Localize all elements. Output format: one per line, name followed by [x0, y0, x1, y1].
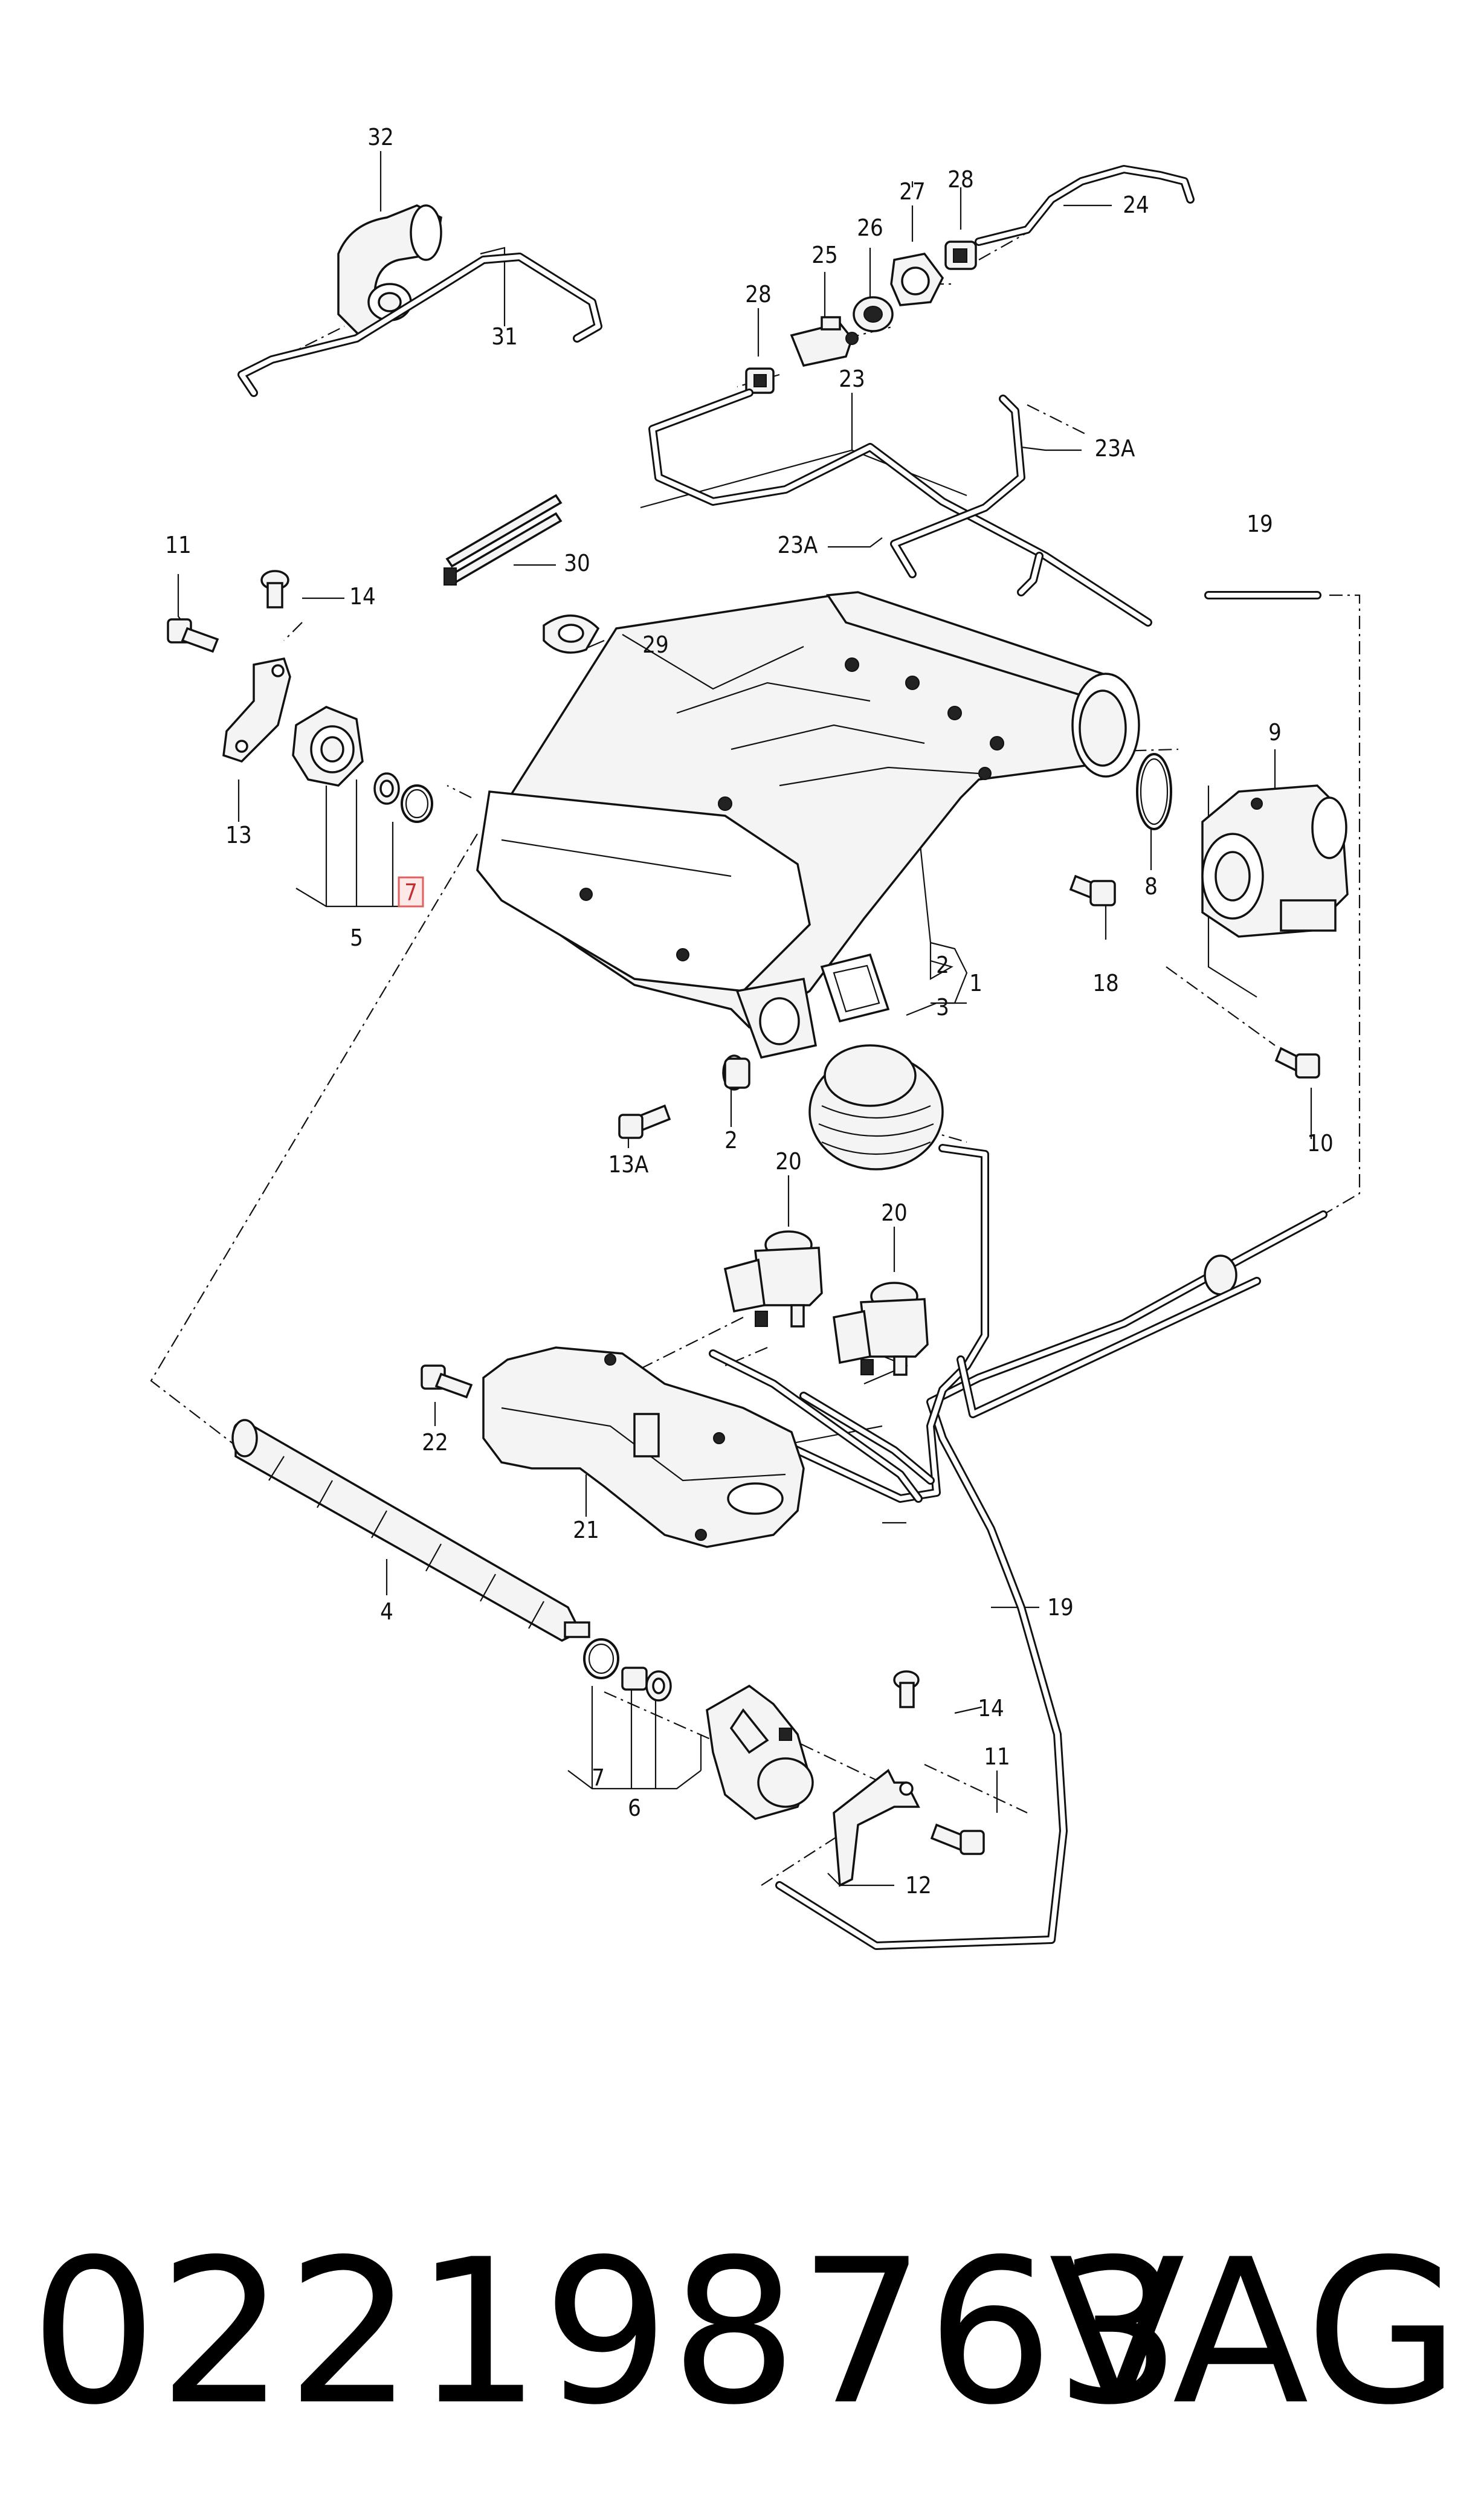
- intake-manifold: [476, 591, 1140, 1059]
- callout-1: 1: [969, 970, 982, 996]
- callout-2-lower: 2: [724, 1127, 738, 1154]
- part-22-bolt: [421, 1364, 473, 1399]
- callout-2-upper: 2: [936, 952, 949, 978]
- callout-12: 12: [905, 1872, 932, 1899]
- part-info-footer: 022198763 VAG: [0, 2224, 1484, 2441]
- part-20-solenoid-valve-1: [723, 1230, 823, 1328]
- grouping-brackets: [295, 780, 968, 1790]
- part-8-gasket-ring: [1136, 753, 1172, 830]
- callout-13: 13: [225, 822, 252, 848]
- callout-32: 32: [367, 124, 394, 150]
- callout-7-bottom: 7: [592, 1764, 605, 1791]
- part-20-solenoid-valve-2: [833, 1282, 929, 1376]
- part-5-actuator: [292, 706, 364, 787]
- callout-3: 3: [936, 994, 949, 1021]
- part-18-bolt: [1069, 874, 1116, 906]
- part-19-throttle-cable: [775, 591, 1328, 1950]
- callout-28-left: 28: [745, 281, 772, 308]
- part-31-breather-hose: [237, 253, 602, 397]
- callout-22: 22: [422, 1429, 448, 1456]
- callout-13A: 13A: [608, 1151, 649, 1178]
- callout-19-top: 19: [1247, 511, 1273, 537]
- callout-30: 30: [564, 550, 590, 576]
- callout-5: 5: [350, 925, 363, 951]
- callout-6: 6: [628, 1795, 641, 1821]
- part-26-grommet: [853, 296, 894, 332]
- part-seal-left: [373, 772, 400, 805]
- callout-23A-right: 23A: [1095, 435, 1135, 462]
- part-10-bolt: [1274, 1047, 1320, 1079]
- callout-4: 4: [380, 1598, 393, 1625]
- callout-18: 18: [1092, 970, 1119, 996]
- callout-10: 10: [1307, 1130, 1334, 1157]
- part-24-hose: [975, 165, 1195, 246]
- part-9-throttle-body: [1201, 784, 1349, 938]
- callout-25: 25: [811, 242, 838, 268]
- callout-26: 26: [857, 215, 883, 241]
- part-3-gasket: [820, 953, 890, 1023]
- part-14-stud-bottom: [893, 1670, 920, 1708]
- part-13A-bolt: [618, 1104, 671, 1139]
- callout-11-bottom: 11: [984, 1743, 1010, 1770]
- part-23-hose: [648, 389, 1152, 627]
- part-7-o-ring-bottom: [583, 1638, 619, 1679]
- brand-name: VAG: [1048, 2216, 1460, 2449]
- callout-11-top: 11: [165, 532, 192, 558]
- callout-20-right: 20: [881, 1199, 908, 1226]
- callout-31: 31: [491, 323, 518, 350]
- bellows-coupling: [808, 1044, 944, 1170]
- callout-labels: 32 31 27 28 26 25 24 28 23 23A 23A 30 29…: [165, 124, 1334, 1899]
- part-14-stud-top: [260, 570, 289, 609]
- part-29-clip: [543, 614, 600, 654]
- part-28-clamp-top-right: [944, 241, 977, 270]
- callout-14-bottom: 14: [978, 1695, 1004, 1722]
- callout-23: 23: [839, 366, 865, 392]
- part-2-sleeve: [722, 1054, 750, 1091]
- part-6-vacuum-actuator: [706, 1684, 814, 1820]
- callout-21: 21: [573, 1517, 599, 1543]
- callout-24: 24: [1123, 192, 1149, 218]
- callout-7-top: 7: [404, 879, 418, 906]
- part-23A-hose: [890, 395, 1044, 596]
- part-11-bolt-top: [167, 618, 219, 653]
- part-30-cable-ties: [444, 494, 563, 586]
- part-25-valve: [790, 316, 859, 367]
- vacuum-hoses: [703, 1144, 1261, 1503]
- callout-14-top: 14: [349, 583, 376, 610]
- part-6-bushing: [621, 1667, 672, 1702]
- part-12-bracket: [833, 1769, 920, 1887]
- reference-lines: [150, 232, 1361, 1886]
- part-number: 022198763: [30, 2216, 1183, 2449]
- callout-29: 29: [642, 631, 669, 658]
- callout-23A-left: 23A: [778, 532, 818, 558]
- callout-27: 27: [899, 178, 926, 205]
- highlight-box: [398, 876, 424, 908]
- part-13-bracket: [222, 657, 291, 763]
- part-11-bolt-bottom: [930, 1823, 985, 1855]
- part-7-o-ring-left: [401, 784, 433, 823]
- part-27-clamp: [890, 253, 944, 306]
- callout-8: 8: [1144, 873, 1158, 900]
- part-4-intake-shaft: [231, 1419, 590, 1642]
- exploded-parts-diagram: 32 31 27 28 26 25 24 28 23 23A 23A 30 29…: [150, 124, 1361, 1950]
- callout-20-left: 20: [775, 1148, 802, 1175]
- callout-19-bottom: 19: [1047, 1594, 1074, 1621]
- part-21-resonator-box: [482, 1346, 805, 1548]
- part-28-clamp-left: [745, 367, 775, 394]
- callout-9: 9: [1268, 719, 1282, 746]
- callout-28-top-right: 28: [947, 166, 974, 193]
